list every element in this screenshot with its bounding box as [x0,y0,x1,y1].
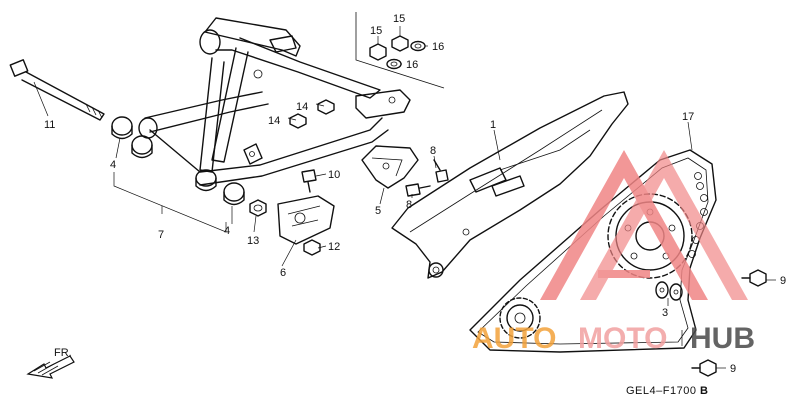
label-9a: 9 [780,275,786,287]
label-4b: 4 [224,225,230,237]
swingarm [138,17,411,186]
front-sprocket [499,297,541,339]
label-16b: 16 [406,59,418,71]
bushing-upper [111,116,133,140]
pivot-bolt [9,59,105,121]
bolt-9-lower [691,359,717,377]
front-arrow: FR. [26,347,75,379]
label-11: 11 [44,119,55,131]
watermark-logo: AUTO MOTO HUB [472,150,755,355]
watermark-triangle-left [540,150,708,300]
bushing-lower [131,135,153,159]
label-8a: 8 [430,145,436,157]
label-15a: 15 [370,25,382,37]
watermark-text-auto: AUTO [472,322,556,355]
collar-right [223,182,245,206]
bolt-10 [301,169,317,193]
watermark-triangle-right [580,150,748,300]
label-6: 6 [280,267,286,279]
chain-guide-6 [277,195,335,245]
diagram-code-suffix: B [700,385,708,397]
nut-12 [303,239,321,256]
label-1: 1 [490,119,496,131]
label-9b: 9 [730,363,736,375]
label-5: 5 [375,205,381,217]
diagram-code-text: GEL4–F1700 [626,385,696,397]
bolt-9-upper [741,269,767,287]
bracket-5 [361,145,419,189]
label-4a: 4 [110,159,116,171]
master-link [655,281,683,301]
collar-left [195,169,217,192]
label-8b: 8 [406,199,412,211]
label-7: 7 [158,229,164,241]
watermark-text-hub: HUB [690,322,755,355]
watermark-text-moto: MOTO [578,322,667,355]
chain-case [391,91,629,279]
bolt-8-upper [433,159,449,183]
bolt-8-lower [405,183,431,197]
nut-14-lower [289,113,307,129]
label-14b: 14 [268,115,280,127]
callout-labels: 1 3 4 4 5 6 7 8 8 9 9 10 11 12 13 14 14 … [44,13,786,375]
label-16a: 16 [432,41,444,53]
label-12: 12 [328,241,340,253]
label-3: 3 [662,307,668,319]
label-17: 17 [682,111,694,123]
label-14a: 14 [296,101,308,113]
label-10: 10 [328,169,340,181]
front-label: FR. [54,347,72,359]
diagram-code: GEL4–F1700 B [626,385,708,397]
nut-14-upper [317,99,335,115]
nut-13 [249,199,267,217]
label-15b: 15 [393,13,405,25]
label-13: 13 [247,235,259,247]
leader-lines [33,26,776,369]
